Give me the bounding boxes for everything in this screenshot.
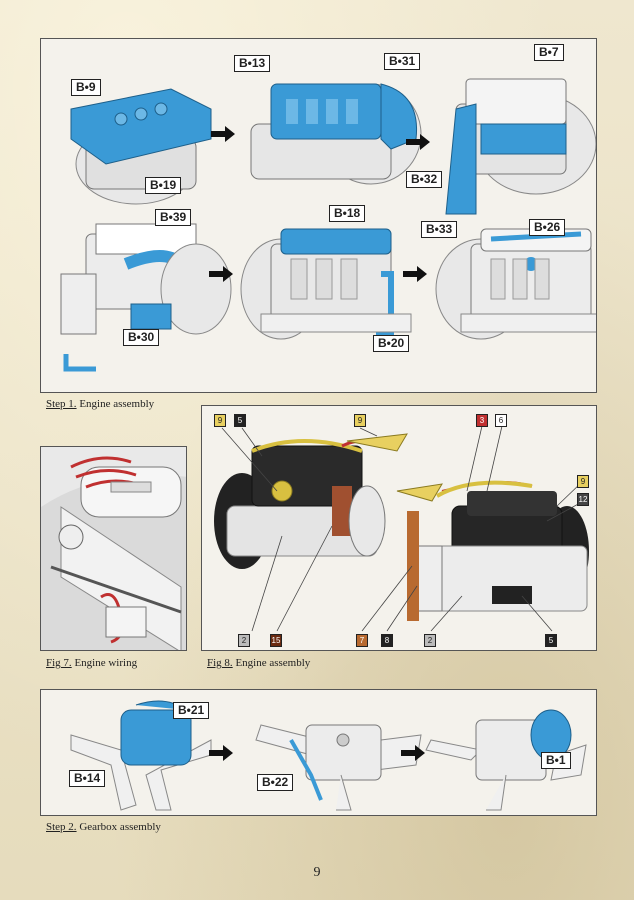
engine-stage-4 (60, 223, 232, 372)
fig8-illustration (214, 425, 589, 632)
step2-caption: Step 2. Gearbox assembly (46, 821, 161, 833)
funnel-icon (396, 483, 443, 502)
part-label: B•13 (234, 55, 271, 72)
step1-illustration (60, 78, 596, 372)
engine-stage-5 (240, 228, 412, 340)
gearbox-stage-1 (70, 700, 212, 811)
fig7-illustration (41, 456, 186, 650)
part-label: B•32 (406, 171, 443, 188)
gearbox-stage-3 (425, 709, 587, 811)
step1-caption: Step 1. Engine assembly (46, 398, 154, 410)
part-label: B•19 (145, 177, 182, 194)
callout-number: 7 (356, 634, 368, 647)
step2-caption-text: Gearbox assembly (76, 821, 161, 833)
part-label: B•9 (71, 79, 101, 96)
fig8-caption-prefix: Fig 8. (207, 657, 233, 669)
part-label: B•21 (173, 702, 210, 719)
fig7-caption-text: Engine wiring (71, 657, 138, 669)
arrow-icon (211, 126, 235, 142)
funnel-icon (346, 433, 408, 452)
part-label: B•22 (257, 774, 294, 791)
arrow-icon (401, 745, 425, 761)
callout-number: 2 (424, 634, 436, 647)
fig7-caption-prefix: Fig 7. (46, 657, 72, 669)
arrow-icon (403, 266, 427, 282)
callout-number: 3 (476, 414, 488, 427)
engine-right (407, 480, 589, 621)
part-label: B•26 (529, 219, 566, 236)
fig8-panel: 9 5 9 3 6 9 12 2 15 7 8 2 5 (201, 405, 597, 651)
callout-number: 8 (381, 634, 393, 647)
arrow-icon (406, 134, 430, 150)
part-label: B•14 (69, 770, 106, 787)
arrow-icon (209, 745, 233, 761)
step2-illustration (70, 700, 587, 811)
engine-left (214, 439, 386, 569)
fig7-caption: Fig 7. Engine wiring (46, 657, 137, 669)
engine-stage-1 (70, 88, 212, 205)
callout-number: 2 (238, 634, 250, 647)
callout-number: 9 (577, 475, 589, 488)
part-label: B•31 (384, 53, 421, 70)
step1-caption-prefix: Step 1. (46, 398, 77, 410)
callout-number: 5 (234, 414, 246, 427)
part-label: B•30 (123, 329, 160, 346)
fig8-caption: Fig 8. Engine assembly (207, 657, 310, 669)
engine-stage-3 (445, 78, 596, 215)
step2-panel: B•21 B•14 B•22 B•1 (40, 689, 597, 816)
callout-number: 15 (270, 634, 282, 647)
part-label: B•20 (373, 335, 410, 352)
step1-caption-text: Engine assembly (76, 398, 155, 410)
engine-stage-6 (435, 228, 596, 340)
callout-number: 12 (577, 493, 589, 506)
callout-number: 5 (545, 634, 557, 647)
fig7-panel (40, 446, 187, 651)
leader-lines (221, 425, 583, 632)
arrow-icon (209, 266, 233, 282)
part-label: B•33 (421, 221, 458, 238)
page-number: 9 (313, 865, 321, 880)
callout-number: 9 (214, 414, 226, 427)
step2-caption-prefix: Step 2. (46, 821, 77, 833)
fig8-caption-text: Engine assembly (232, 657, 311, 669)
part-label: B•39 (155, 209, 192, 226)
callout-number: 9 (354, 414, 366, 427)
part-label: B•7 (534, 44, 564, 61)
part-label: B•1 (541, 752, 571, 769)
gearbox-stage-2 (255, 724, 422, 811)
callout-number: 6 (495, 414, 507, 427)
engine-stage-2 (250, 83, 422, 185)
step1-panel: B•9 B•19 B•13 B•31 B•7 B•32 B•39 B•30 B•… (40, 38, 597, 393)
part-label: B•18 (329, 205, 366, 222)
